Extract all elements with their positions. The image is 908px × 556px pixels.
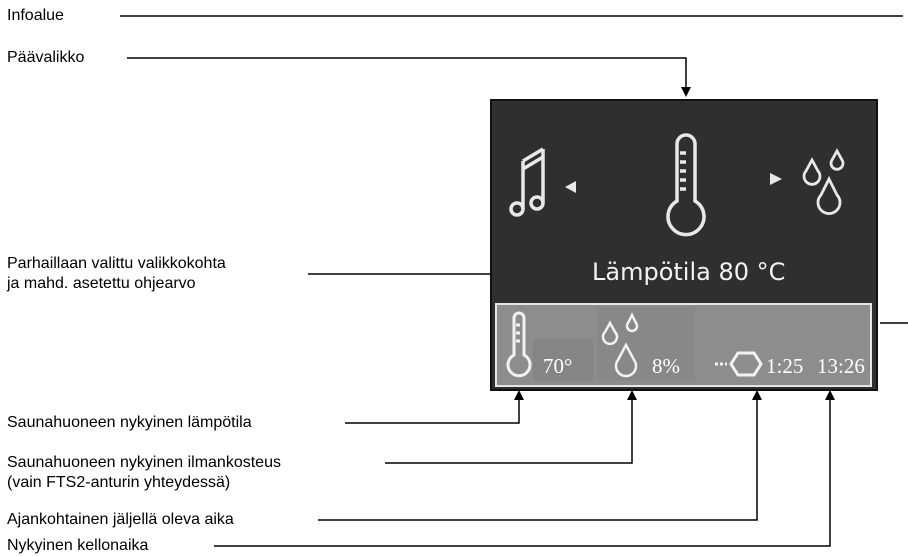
info-temperature-value: 70° (543, 354, 573, 378)
leader-temperature (345, 390, 524, 424)
info-humidity-icon (601, 312, 639, 378)
info-remaining-time-value: 1:25 (766, 354, 804, 378)
label-remaining-time: Ajankohtainen jäljellä oleva aika (7, 511, 234, 528)
info-humidity-value: 8% (652, 354, 680, 378)
info-bar-icons (506, 307, 763, 381)
label-current-clock: Nykyinen kellonaika (7, 537, 149, 554)
label-current-temp: Saunahuoneen nykyinen lämpötila (7, 414, 252, 431)
info-clock-value: 13:26 (817, 354, 865, 378)
label-main-menu: Päävalikko (7, 49, 85, 66)
label-selected-item-line1: Parhaillaan valittu valikkokohta (7, 255, 226, 272)
label-current-humidity-line1: Saunahuoneen nykyinen ilmankosteus (7, 454, 281, 471)
info-bar-temp-bg (533, 339, 593, 381)
leader-remaining-time (318, 390, 762, 521)
remaining-time-icon (715, 351, 763, 377)
label-selected-item-line2: ja mahd. asetettu ohjearvo (7, 275, 196, 292)
main-menu-icons (509, 133, 845, 237)
leader-humidity (385, 390, 637, 464)
selected-item-value: Lämpötila 80 °C (592, 258, 786, 286)
menu-left-arrow-icon (565, 181, 576, 193)
thermometer-icon (666, 133, 706, 237)
menu-right-arrow-icon (770, 173, 782, 185)
leader-clock (214, 390, 835, 547)
leader-main-menu (127, 57, 691, 97)
music-icon (509, 147, 545, 217)
label-info-area: Infoalue (7, 7, 64, 24)
info-thermometer-icon (506, 311, 532, 378)
label-current-humidity-line2: (vain FTS2-anturin yhteydessä) (7, 474, 231, 491)
humidity-icon (802, 148, 845, 215)
